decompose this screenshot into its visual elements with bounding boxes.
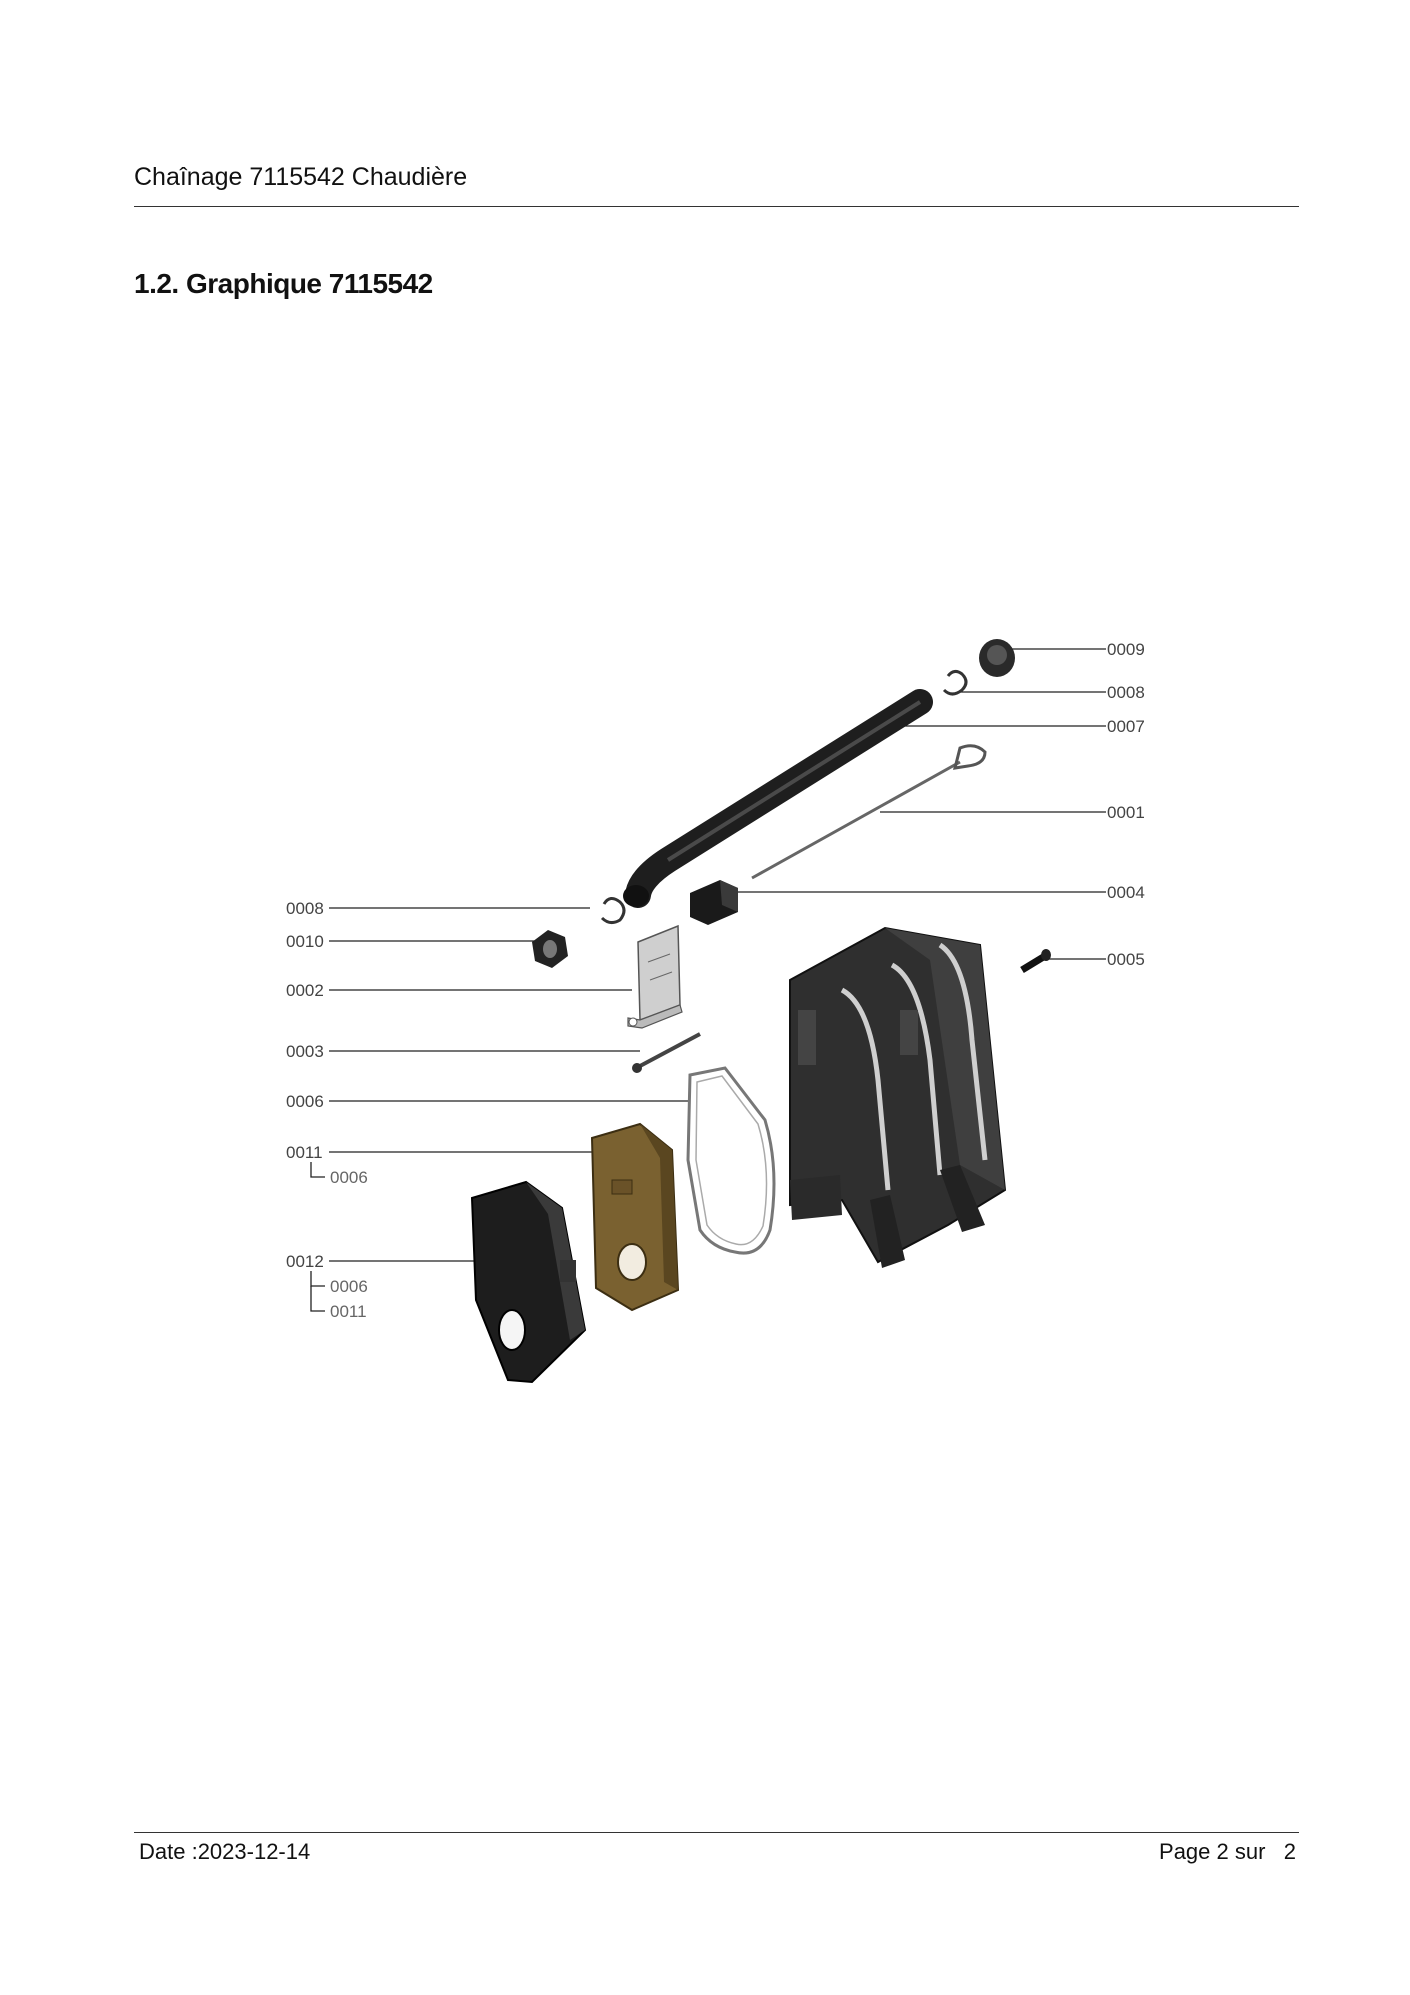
part-0003-screw — [632, 1032, 701, 1073]
callout-leaders — [310, 648, 1106, 1312]
footer-date: Date :2023-12-14 — [139, 1839, 311, 1864]
part-0002-bracket — [627, 924, 683, 1029]
callout-labels: 0009 0008 0007 0001 0004 0005 0008 0010 … — [286, 640, 1145, 1321]
callout-0008-left: 0008 — [286, 899, 324, 918]
callout-0009: 0009 — [1107, 640, 1145, 659]
part-0011-brass-cover — [590, 1122, 680, 1312]
footer-page-number: Page 2 sur 2 — [1159, 1839, 1296, 1864]
part-0006-gasket — [686, 1066, 776, 1255]
callout-0004: 0004 — [1107, 883, 1145, 902]
callout-0011-sub-0006: 0006 — [330, 1168, 368, 1187]
callout-0011: 0011 — [286, 1143, 323, 1162]
callout-0002: 0002 — [286, 981, 324, 1000]
callout-0003: 0003 — [286, 1042, 324, 1061]
footer-divider — [134, 1832, 1299, 1833]
part-0010-nut — [532, 930, 568, 968]
callout-0001: 0001 — [1107, 803, 1145, 822]
part-0007-hose — [623, 689, 933, 908]
document-header-title: Chaînage 7115542 Chaudière — [134, 163, 468, 191]
part-0008-clip-left — [600, 897, 626, 925]
part-0001-rod — [751, 744, 987, 880]
callout-0012-sub-0011: 0011 — [330, 1302, 367, 1321]
part-heat-exchanger-body — [789, 926, 1007, 1268]
callout-0012-sub-0006: 0006 — [330, 1277, 368, 1296]
callout-0006: 0006 — [286, 1092, 324, 1111]
section-title: 1.2. Graphique 7115542 — [134, 268, 433, 299]
part-0004-block — [690, 880, 738, 925]
callout-0008-right: 0008 — [1107, 683, 1145, 702]
callout-0005: 0005 — [1107, 950, 1145, 969]
part-0009-cap — [979, 639, 1015, 677]
part-0008-clip-right — [942, 669, 968, 696]
header-divider — [134, 206, 1299, 207]
part-0005-screw — [1020, 949, 1051, 973]
callout-0007: 0007 — [1107, 717, 1145, 736]
callout-0010: 0010 — [286, 932, 324, 951]
callout-0012: 0012 — [286, 1252, 324, 1271]
part-0012-black-cover — [470, 1180, 587, 1384]
